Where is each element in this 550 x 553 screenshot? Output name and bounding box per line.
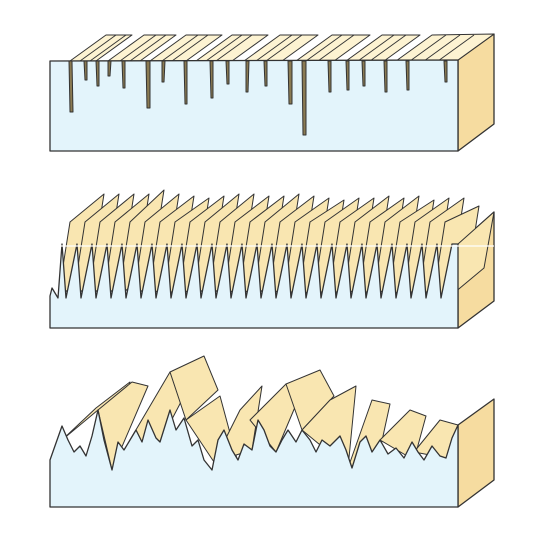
block-1-top-surface [69, 33, 495, 62]
block-2-front-face [49, 243, 459, 329]
block-3-end-face [457, 398, 495, 508]
block-deep-narrow-grooves [49, 33, 495, 152]
block-1-grooves [68, 60, 448, 136]
block-regular-sawtooth [49, 189, 495, 329]
block-irregular-jagged [49, 355, 495, 508]
block-3-front-face [49, 409, 459, 508]
block-1-front-face [49, 59, 459, 152]
